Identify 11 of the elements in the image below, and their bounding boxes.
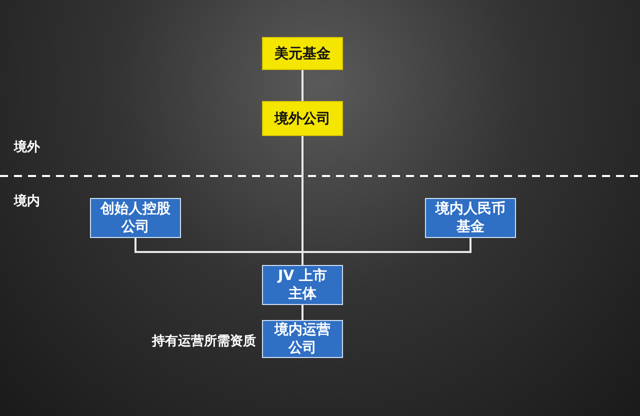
connector-line bbox=[302, 70, 304, 101]
region-label: 境内 bbox=[14, 192, 40, 210]
entity-box: 创始人控股公司 bbox=[90, 198, 181, 238]
entity-box: 境内人民币基金 bbox=[425, 198, 516, 238]
entity-box: JV 上市主体 bbox=[262, 265, 343, 305]
annotation-text: 持有运营所需资质 bbox=[152, 333, 256, 350]
connector-line bbox=[302, 305, 304, 320]
entity-box: 境内运营公司 bbox=[262, 320, 343, 358]
entity-box: 境外公司 bbox=[262, 101, 343, 136]
entity-box: 美元基金 bbox=[262, 37, 343, 70]
region-label: 境外 bbox=[14, 138, 40, 156]
